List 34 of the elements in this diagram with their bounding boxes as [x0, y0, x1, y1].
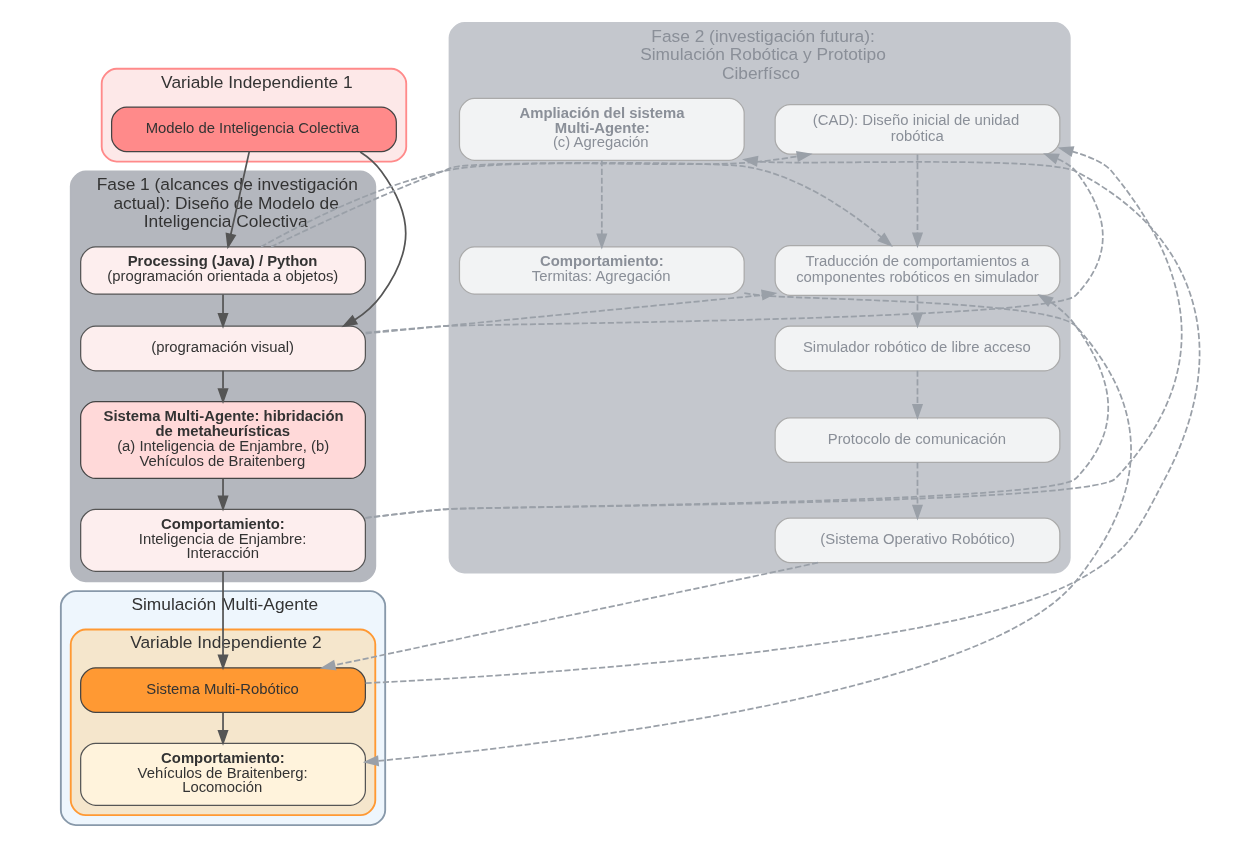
arrow — [364, 146, 1182, 519]
arrow — [216, 369, 229, 405]
node-box: Comportamiento: Vehículos de Braitenberg: Locomoción — [79, 742, 366, 806]
arrow — [911, 369, 923, 420]
arrow — [364, 153, 1104, 334]
node-box: (programación visual) — [79, 325, 366, 372]
arrow — [259, 150, 813, 248]
arrow — [216, 570, 229, 671]
arrow — [216, 712, 229, 746]
node-box: Modelo de Inteligencia Colectiva — [110, 106, 397, 153]
node-box: Simulador robótico de libre acceso — [774, 325, 1060, 372]
arrow — [364, 155, 1200, 685]
arrow — [911, 461, 923, 521]
arrow — [269, 161, 893, 248]
arrow — [911, 294, 923, 329]
node-box: Sistema Multi-Agente: hibridación de metaheurísticas (a) Inteligencia de Enjambre, (b) Vehículos de Braitenberg — [79, 401, 366, 480]
arrow — [216, 293, 229, 329]
arrow — [216, 478, 229, 512]
arrow — [341, 151, 407, 328]
arrow — [362, 292, 1132, 767]
node-box: Sistema Multi-Robótico — [79, 667, 366, 714]
node-box: Comportamiento: Inteligencia de Enjambre: Interacción — [79, 508, 366, 572]
node-box: Traducción de comportamientos a componentes robóticos en simulador — [774, 245, 1060, 296]
arrow — [319, 561, 819, 671]
node-box: Protocolo de comunicación — [774, 417, 1060, 463]
node-box: (CAD): Diseño inicial de unidad robótica — [774, 104, 1060, 155]
node-box: Processing (Java) / Python (programación orientada a objetos) — [79, 246, 366, 295]
node-box: (Sistema Operativo Robótico) — [774, 517, 1060, 564]
arrow — [364, 289, 777, 335]
arrow — [911, 153, 923, 249]
arrow — [595, 159, 607, 250]
arrow — [364, 294, 1109, 519]
node-box: Comportamiento: Termitas: Agregación — [458, 246, 745, 295]
node-box: Ampliación del sistema Multi-Agente: (c) Agregación — [458, 97, 745, 161]
